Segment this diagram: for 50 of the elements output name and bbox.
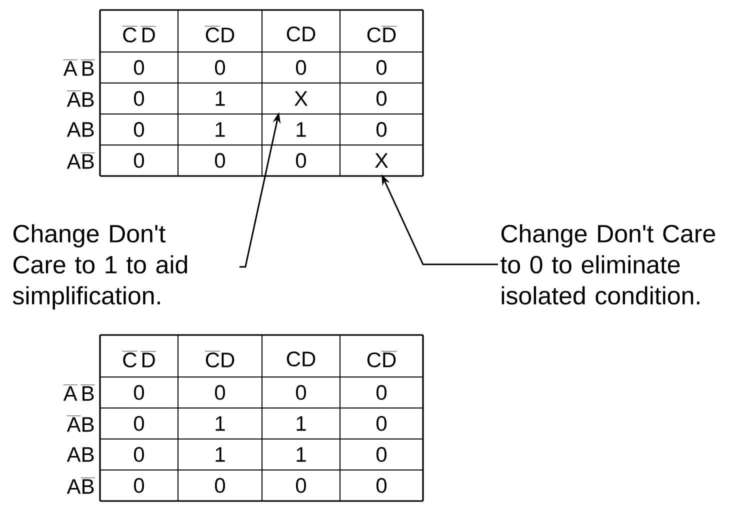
table-cell: 0: [134, 416, 144, 431]
table-cell: 0: [134, 91, 144, 106]
column-header: $\overline{\mbox{C}}\mbox{D}$: [204, 26, 234, 42]
table-cell: 1: [296, 416, 306, 431]
table-cell: 0: [134, 153, 144, 168]
table-cell: 0: [376, 91, 387, 106]
column-header: $\overline{\mbox{C}}\,\overline{\mbox{D}}$: [122, 26, 156, 42]
row-header: $\mbox{A}\overline{\mbox{B}}$: [66, 152, 95, 169]
table-cell: 1: [216, 447, 225, 462]
table-cell: 0: [296, 385, 306, 400]
row-header: $\overline{\mbox{A}}\mbox{B}$: [66, 90, 94, 107]
table-cell: 0: [296, 60, 306, 75]
table-cell: 1: [296, 447, 306, 462]
table-cell: 1: [216, 416, 225, 431]
table-cell: 0: [134, 447, 144, 462]
column-header: $\mbox{CD}$: [286, 26, 316, 42]
row-header: $\overline{\mbox{A}}\,\overline{\mbox{B}}$: [63, 60, 95, 76]
row-header: $\overline{\mbox{A}}\,\overline{\mbox{B}}$: [63, 384, 95, 401]
table-cell: 0: [134, 478, 144, 493]
table-cell: 0: [214, 478, 226, 493]
table-cell: 0: [376, 447, 387, 462]
table-cell: 1: [296, 122, 306, 137]
table-cell: X: [374, 153, 388, 168]
table-cell: 0: [296, 478, 306, 493]
table-cell: 0: [134, 385, 144, 400]
table-cell: 0: [134, 60, 144, 75]
callout-text: Change Don't Care to 0 to eliminate isolated condition.: [500, 224, 716, 305]
table-cell: 1: [216, 122, 225, 137]
column-header: $\mbox{CD}$: [286, 352, 316, 366]
row-header: $\overline{\mbox{A}}\mbox{B}$: [66, 416, 94, 432]
table-cell: 0: [376, 385, 387, 400]
table-cell: 0: [376, 416, 387, 431]
table-cell: 0: [376, 478, 387, 493]
column-header: $\overline{\mbox{C}}\mbox{D}$: [204, 351, 234, 368]
column-header: $\overline{\mbox{C}}\,\overline{\mbox{D}}$: [122, 351, 156, 368]
table-cell: 0: [376, 60, 387, 75]
column-header: $\mbox{C}\overline{\mbox{D}}$: [367, 351, 397, 368]
table-cell: 0: [296, 153, 306, 168]
row-header: $\mbox{A}\overline{\mbox{B}}$: [66, 478, 95, 494]
table-cell: 0: [214, 153, 226, 168]
table-cell: 0: [376, 122, 387, 137]
table-cell: X: [294, 91, 308, 106]
column-header: $\mbox{C}\overline{\mbox{D}}$: [367, 26, 397, 42]
table-cell: 1: [216, 91, 225, 106]
table-cell: 0: [214, 60, 226, 75]
row-header: $\mbox{AB}$: [66, 122, 94, 137]
table-cell: 0: [214, 385, 226, 400]
table-cell: 0: [134, 122, 144, 137]
callout-text: Change Don't Care to 1 to aid simplification.: [12, 224, 188, 310]
row-header: $\mbox{AB}$: [66, 447, 94, 462]
